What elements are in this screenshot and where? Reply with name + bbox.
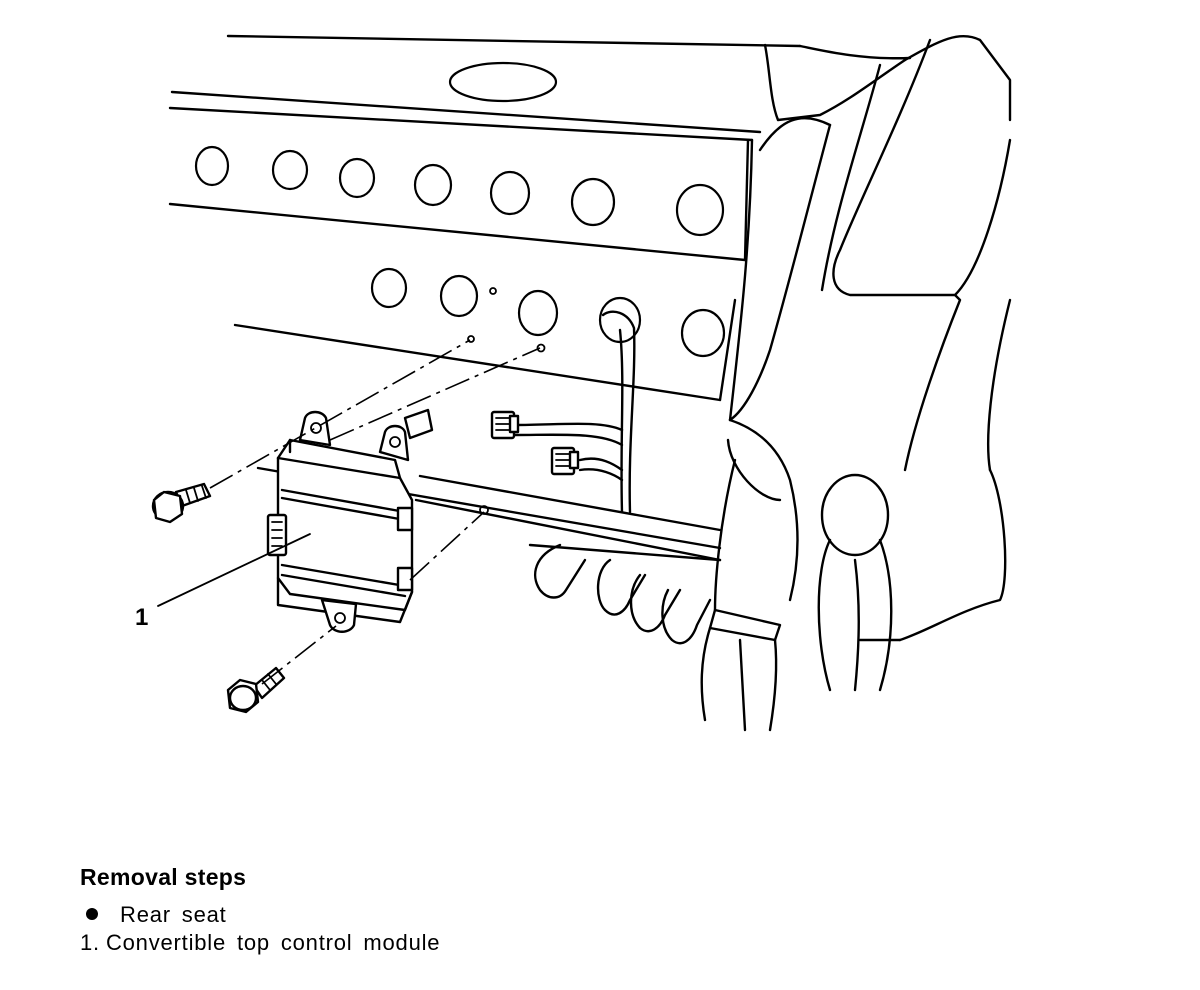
legend-item-number: 1. xyxy=(80,930,100,955)
legend-item-rear-seat: Rear seat xyxy=(80,901,780,929)
wiring-harness xyxy=(490,310,636,514)
diagram-canvas: 1 xyxy=(135,34,1012,732)
mounting-bolt-lower xyxy=(226,666,286,714)
upper-row-holes xyxy=(194,145,725,237)
mounting-bolt-upper xyxy=(151,482,212,524)
seat-frame xyxy=(528,543,722,645)
belt-retractor xyxy=(817,473,893,692)
rear-body-panel xyxy=(168,34,802,562)
harness-connector-upper xyxy=(490,410,520,440)
lower-row-holes xyxy=(370,267,726,515)
installation-diagram: 1 xyxy=(135,34,1012,732)
legend-item-label: Convertible top control module xyxy=(105,930,441,955)
removal-steps-legend: Removal steps Rear seat 1. Convertible t… xyxy=(80,864,780,957)
alignment-lines xyxy=(209,339,541,685)
quarter-trim-panel xyxy=(728,34,1012,642)
control-module xyxy=(266,408,434,633)
legend-item-label: Rear seat xyxy=(120,902,227,927)
seat-belt xyxy=(700,418,799,732)
callout-number: 1 xyxy=(135,604,148,631)
legend-item-control-module: 1. Convertible top control module xyxy=(80,929,780,957)
harness-connector-lower xyxy=(550,446,580,476)
bullet-icon xyxy=(86,908,98,920)
legend-title: Removal steps xyxy=(80,864,247,890)
callout-1: 1 xyxy=(135,533,311,631)
